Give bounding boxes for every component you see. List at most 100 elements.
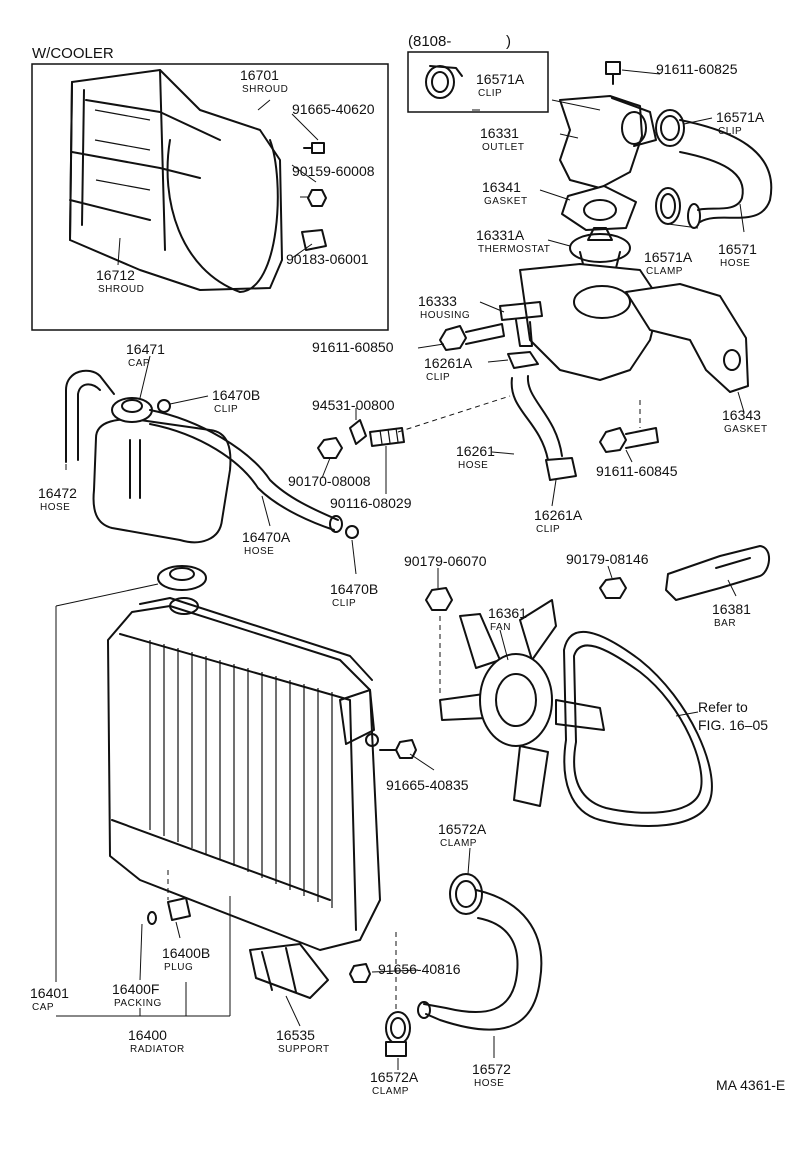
hose-16571 (679, 119, 773, 229)
clip-16470B-bottom (345, 525, 359, 539)
serial-box (407, 51, 549, 113)
belt (563, 631, 713, 827)
serial-box-group: (8108- ) (407, 33, 549, 113)
part-number: 16400 (128, 1027, 167, 1043)
bolt-91665-40620 (303, 142, 325, 154)
part-name: CLIP (536, 524, 560, 535)
part-number: 16470B (212, 387, 260, 403)
part-name: CLAMP (372, 1086, 409, 1097)
reservoir-tank (92, 418, 232, 544)
part-name: HOUSING (420, 310, 470, 321)
hose-16572 (417, 889, 543, 1031)
part-number: 91665-40620 (292, 101, 375, 117)
part-number: 16571A (716, 109, 765, 125)
part-number: 91611-60850 (312, 339, 394, 355)
callout-c91665b: 91665-40835 (386, 777, 469, 793)
part-number: 16572 (472, 1061, 511, 1077)
callout-c90116: 90116-08029 (330, 495, 412, 511)
cap-16401 (157, 565, 207, 591)
gasket-16343 (625, 283, 749, 393)
clamp-16572A-top (449, 873, 483, 915)
cooler-label: W/COOLER (32, 45, 114, 62)
part-name: HOSE (474, 1078, 504, 1089)
callout-labels: 16701SHROUD91665-4062090159-6000890183-0… (30, 61, 768, 1097)
clip-16571A-upper (655, 109, 685, 147)
part-number: 16470B (330, 581, 378, 597)
nut-90179-06070 (425, 587, 453, 611)
part-name: SUPPORT (278, 1044, 330, 1055)
part-name: CLAMP (440, 838, 477, 849)
cooler-shroud-group: W/COOLER (31, 45, 389, 331)
part-number: 90116-08029 (330, 495, 412, 511)
part-number: 91656-40816 (378, 961, 461, 977)
radiator-16400 (107, 597, 381, 951)
bolt-91611-60825 (605, 61, 621, 85)
cap-16471 (111, 397, 153, 423)
part-number: 16471 (126, 341, 165, 357)
part-number: 16400B (162, 945, 210, 961)
part-number: 16571A (476, 71, 525, 87)
part-name: FIG. 16–05 (698, 717, 768, 733)
part-number: 16331A (476, 227, 525, 243)
clip-16261A-lower (545, 457, 577, 481)
outlet-16331 (559, 95, 657, 189)
part-name: SHROUD (242, 84, 288, 95)
hose-16261 (510, 375, 563, 461)
part-name: HOSE (458, 460, 488, 471)
packing-16400F (147, 911, 157, 925)
stud-90116-08029 (369, 427, 405, 447)
callout-c91611b: 91611-60850 (312, 339, 394, 355)
plug-16400B (167, 897, 191, 921)
support-16535 (249, 943, 329, 999)
part-name: GASKET (484, 196, 528, 207)
part-name: CAP (128, 358, 150, 369)
part-name: THERMOSTAT (478, 244, 550, 255)
part-name: GASKET (724, 424, 768, 435)
nut-90159-60008 (300, 189, 327, 207)
housing-16333 (499, 263, 661, 381)
part-number: 16261 (456, 443, 495, 459)
bolt-91665-40835 (379, 739, 417, 759)
leader-lines (55, 69, 745, 1070)
part-name: CLAMP (646, 266, 683, 277)
part-number: 90179-08146 (566, 551, 649, 567)
part-number: 16535 (276, 1027, 315, 1043)
part-name: FAN (490, 622, 511, 633)
part-number: 16261A (424, 355, 473, 371)
part-name: CLIP (332, 598, 356, 609)
part-name: CLIP (718, 126, 742, 137)
callout-c94531: 94531-00800 (312, 397, 395, 413)
part-number: 94531-00800 (312, 397, 395, 413)
part-name: CLIP (426, 372, 450, 383)
gasket-16341 (561, 185, 637, 231)
serial-close: ) (506, 33, 511, 50)
callout-c91611c: 91611-60845 (596, 463, 678, 479)
hose-16472 (65, 369, 115, 463)
part-number: 16701 (240, 67, 279, 83)
part-number: 16572A (370, 1069, 419, 1085)
callout-c91656: 91656-40816 (378, 961, 461, 977)
callout-c91611a: 91611-60825 (656, 61, 738, 77)
serial-label: (8108- (408, 33, 451, 50)
clip-94531-00800 (349, 419, 367, 445)
part-number: 90159-60008 (292, 163, 375, 179)
hose-16470A (149, 409, 343, 533)
part-number: 16361 (488, 605, 527, 621)
part-number: 16571A (644, 249, 693, 265)
part-number: 16572A (438, 821, 487, 837)
